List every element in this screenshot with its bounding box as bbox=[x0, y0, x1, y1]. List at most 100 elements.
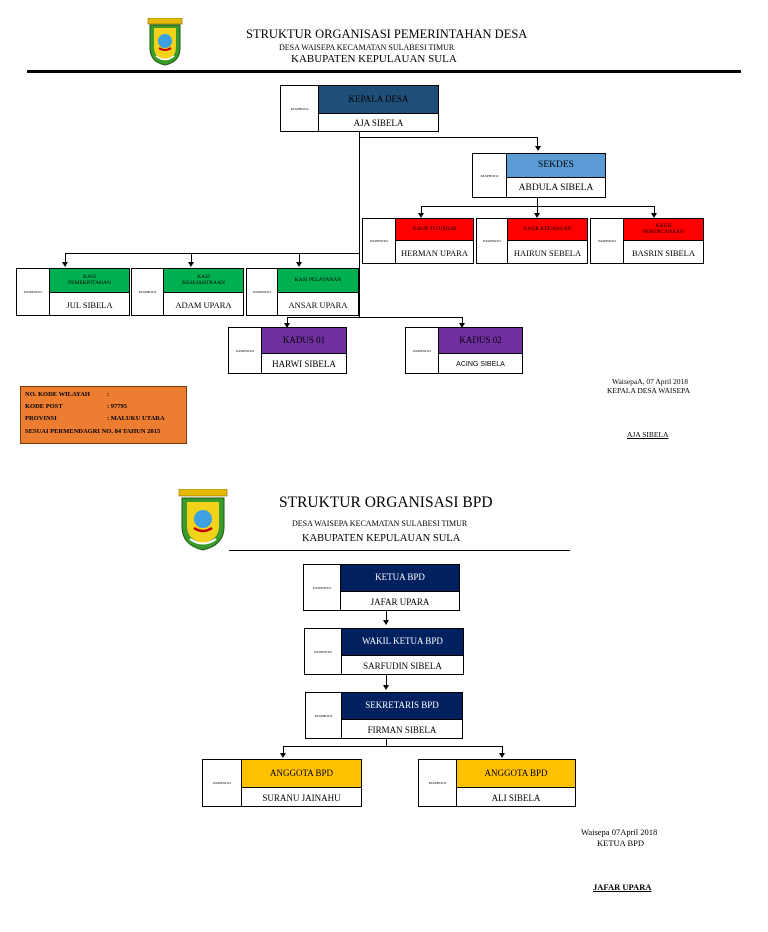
node-kadus-02: PASPHOTO KADUS 02 ACING SIBELA bbox=[405, 327, 523, 374]
node-role: KASI PELAYANAN bbox=[278, 269, 358, 293]
bpd-title: STRUKTUR ORGANISASI BPD bbox=[279, 494, 493, 511]
connector-line bbox=[287, 317, 288, 325]
node-kaur-perencanaan: PASPHOTO KAUR PERENCANAAN BASRIN SIBELA bbox=[590, 218, 704, 264]
node-ketua-bpd: PASPHOTO KETUA BPD JAFAR UPARA bbox=[303, 564, 460, 611]
connector-arrow bbox=[280, 753, 286, 758]
connector-arrow bbox=[284, 323, 290, 328]
node-role: ANGGOTA BPD bbox=[242, 760, 361, 788]
connector-line bbox=[386, 737, 387, 747]
photo-placeholder: PASPHOTO bbox=[229, 328, 262, 373]
sign-title: KETUA BPD bbox=[597, 838, 644, 848]
connector-arrow bbox=[296, 262, 302, 267]
photo-placeholder: PASPHOTO bbox=[477, 219, 508, 263]
sign-date: Waisepa 07April 2018 bbox=[581, 827, 658, 837]
node-anggota-bpd-2: PASPHOTO ANGGOTA BPD ALI SIBELA bbox=[418, 759, 576, 807]
connector-line bbox=[65, 253, 360, 254]
node-kasi-kesejahtraan: PASPHOTO KASI KESEJAHTRAAN ADAM UPARA bbox=[131, 268, 244, 316]
photo-placeholder: PASPHOTO bbox=[406, 328, 439, 373]
connector-arrow bbox=[534, 213, 540, 218]
node-role: KASI KESEJAHTRAAN bbox=[164, 269, 243, 293]
photo-placeholder: PASPHOTO bbox=[203, 760, 242, 806]
node-name: FIRMAN SIBELA bbox=[367, 724, 437, 735]
node-name: HAIRUN SEBELA bbox=[513, 247, 582, 258]
node-role: KAUR TU/UMUM bbox=[396, 219, 473, 241]
info-label: KODE POST bbox=[25, 403, 63, 410]
photo-placeholder: PASPHOTO bbox=[419, 760, 457, 806]
node-role: KADUS 02 bbox=[439, 328, 522, 354]
node-wakil-ketua-bpd: PASPHOTO WAKIL KETUA BPD SARFUDIN SIBELA bbox=[304, 628, 464, 675]
node-anggota-bpd-1: PASPHOTO ANGGOTA BPD SURANU JAINAHU bbox=[202, 759, 362, 807]
node-name: AJA SIBELA bbox=[353, 118, 404, 128]
connector-line bbox=[421, 206, 422, 215]
connector-line bbox=[359, 131, 360, 317]
node-name: SURANU JAINAHU bbox=[262, 792, 341, 803]
node-name: JUL SIBELA bbox=[66, 299, 113, 310]
node-role: KEPALA DESA bbox=[319, 86, 438, 114]
node-kepala-desa: PASPHOTO KEPALA DESA AJA SIBELA bbox=[280, 85, 439, 132]
node-name: ALI SIBELA bbox=[491, 792, 541, 803]
info-value: : MALUKU UTARA bbox=[107, 415, 165, 422]
connector-line bbox=[654, 206, 655, 215]
bpd-subtitle: DESA WAISEPA KECAMATAN SULABESI TIMUR bbox=[292, 519, 468, 528]
node-name: HARWI SIBELA bbox=[272, 359, 336, 369]
info-row: NO. KODE WILAYAH bbox=[25, 391, 90, 398]
connector-arrow bbox=[535, 146, 541, 151]
info-label: SESUAI PERMENDAGRI NO. 84 TAHUN 2015 bbox=[25, 428, 161, 435]
photo-placeholder: PASPHOTO bbox=[591, 219, 624, 263]
node-role: KADUS 01 bbox=[262, 328, 346, 354]
node-name: JAFAR UPARA bbox=[370, 596, 430, 607]
connector-arrow bbox=[499, 753, 505, 758]
node-role: KETUA BPD bbox=[341, 565, 459, 592]
node-name: BASRIN SIBELA bbox=[631, 247, 696, 258]
org-title: STRUKTUR ORGANISASI PEMERINTAHAN DESA bbox=[246, 27, 528, 41]
header-rule bbox=[229, 550, 570, 551]
node-sekretaris-bpd: PASPHOTO SEKRETARIS BPD FIRMAN SIBELA bbox=[305, 692, 463, 739]
node-role: ANGGOTA BPD bbox=[457, 760, 575, 788]
connector-line bbox=[502, 746, 503, 754]
photo-placeholder: PASPHOTO bbox=[17, 269, 50, 315]
photo-placeholder: PASPHOTO bbox=[473, 154, 507, 197]
photo-placeholder: PASPHOTO bbox=[247, 269, 278, 315]
node-role: SEKRETARIS BPD bbox=[342, 693, 462, 720]
photo-placeholder: PASPHOTO bbox=[363, 219, 396, 263]
sign-title: KEPALA DESA WAISEPA bbox=[607, 386, 691, 395]
regency-logo bbox=[177, 488, 229, 551]
photo-placeholder: PASPHOTO bbox=[304, 565, 341, 610]
connector-line bbox=[462, 317, 463, 325]
org-kabupaten: KABUPATEN KEPULAUAN SULA bbox=[291, 53, 457, 65]
connector-line bbox=[299, 253, 300, 263]
connector-arrow bbox=[459, 323, 465, 328]
node-kasi-pemerintahan: PASPHOTO KASI PEMERINTAHAN JUL SIBELA bbox=[16, 268, 130, 316]
node-role: KAUR KEUANGAN bbox=[508, 219, 587, 241]
sign-date: WaisepaA, 07 April 2018 bbox=[612, 377, 689, 386]
connector-arrow bbox=[418, 213, 424, 218]
connector-arrow bbox=[651, 213, 657, 218]
photo-placeholder: PASPHOTO bbox=[281, 86, 319, 131]
connector-line bbox=[359, 137, 538, 138]
node-kaur-keuangan: PASPHOTO KAUR KEUANGAN HAIRUN SEBELA bbox=[476, 218, 588, 264]
regency-logo bbox=[146, 17, 184, 66]
photo-placeholder: PASPHOTO bbox=[132, 269, 164, 315]
node-sekdes: PASPHOTO SEKDES ABDULA SIBELA bbox=[472, 153, 606, 198]
sign-name: AJA SIBELA bbox=[627, 430, 669, 439]
connector-arrow bbox=[188, 262, 194, 267]
connector-line bbox=[537, 137, 538, 147]
connector-line bbox=[537, 206, 538, 215]
header-rule bbox=[27, 70, 741, 73]
node-kasi-pelayanan: PASPHOTO KASI PELAYANAN ANSAR UPARA bbox=[246, 268, 359, 316]
node-name: SARFUDIN SIBELA bbox=[363, 660, 442, 671]
info-value: : 97795 bbox=[107, 403, 128, 410]
connector-arrow bbox=[62, 262, 68, 267]
node-role: KASI PEMERINTAHAN bbox=[50, 269, 129, 293]
node-kaur-umum: PASPHOTO KAUR TU/UMUM HERMAN UPARA bbox=[362, 218, 474, 264]
node-name: ACING SIBELA bbox=[456, 360, 505, 368]
info-box: NO. KODE WILAYAH : KODE POST : 97795 PRO… bbox=[20, 386, 187, 444]
connector-line bbox=[283, 746, 284, 754]
info-label: NO. KODE WILAYAH bbox=[25, 391, 90, 398]
photo-placeholder: PASPHOTO bbox=[305, 629, 342, 674]
connector-line bbox=[287, 317, 463, 318]
connector-line bbox=[191, 253, 192, 263]
connector-arrow bbox=[383, 685, 389, 690]
photo-placeholder: PASPHOTO bbox=[306, 693, 342, 738]
connector-line bbox=[537, 196, 538, 206]
